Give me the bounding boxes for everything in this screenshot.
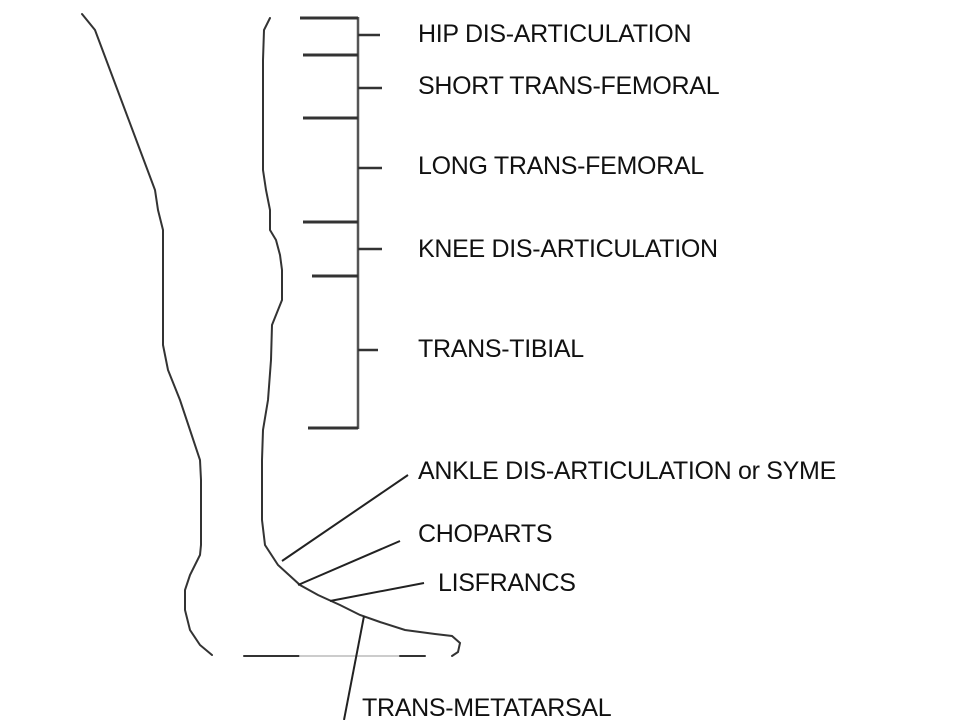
chopart-leader bbox=[297, 540, 401, 586]
label-choparts: CHOPARTS bbox=[418, 520, 553, 548]
label-lisfrancs: LISFRANCS bbox=[438, 569, 576, 597]
leg-front-outline bbox=[261, 17, 462, 657]
label-long-transfemoral: LONG TRANS-FEMORAL bbox=[418, 152, 704, 180]
label-hip-disarticulation: HIP DIS-ARTICULATION bbox=[418, 20, 692, 48]
label-transtibial: TRANS-TIBIAL bbox=[418, 335, 584, 363]
label-knee-disarticulation: KNEE DIS-ARTICULATION bbox=[418, 235, 718, 263]
ankle-leader bbox=[281, 474, 409, 562]
label-short-transfemoral: SHORT TRANS-FEMORAL bbox=[418, 72, 720, 100]
label-ankle-disarticulation: ANKLE DIS-ARTICULATION or SYME bbox=[418, 457, 836, 485]
label-transmetatarsal: TRANS-METATARSAL bbox=[362, 694, 612, 722]
transmetatarsal-leader bbox=[343, 615, 365, 720]
lisfranc-leader bbox=[329, 582, 425, 602]
leg-back-outline bbox=[81, 13, 213, 656]
